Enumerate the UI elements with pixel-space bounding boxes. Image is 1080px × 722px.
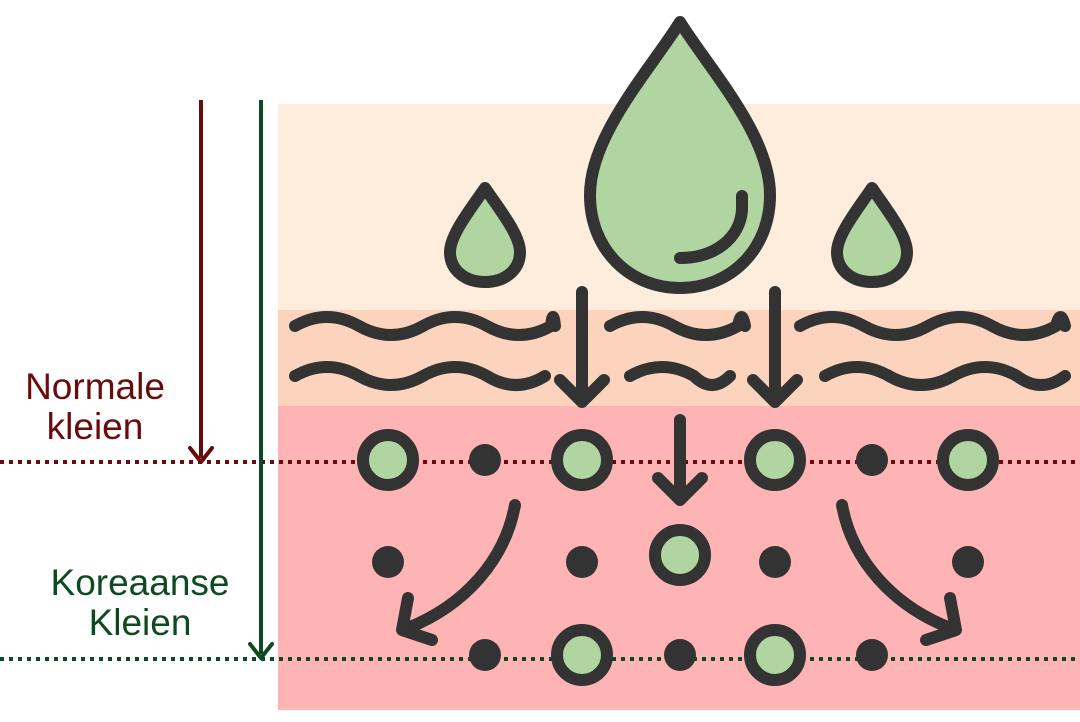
- droplets: [444, 16, 913, 294]
- water-drop-icon: [584, 16, 776, 294]
- normal-clay-label-line1: Normale: [25, 366, 165, 407]
- particles: [357, 429, 999, 686]
- particle-dot-icon: [372, 546, 404, 578]
- korean-clay-label: Koreaanse Kleien: [20, 563, 260, 643]
- particle-ring-icon: [744, 624, 806, 686]
- water-drop-highlight: [674, 190, 748, 264]
- korean-depth-indicator: [0, 100, 1080, 661]
- particle-dot-icon: [469, 639, 501, 671]
- particle-ring-icon: [551, 429, 613, 491]
- water-drop-icon: [444, 182, 526, 288]
- particle-dot-icon: [856, 639, 888, 671]
- normal-depth-indicator: [0, 100, 1080, 464]
- korean-clay-label-line2: Kleien: [88, 602, 192, 643]
- wave-line: [289, 311, 561, 341]
- particle-ring-icon: [551, 624, 613, 686]
- wave-line: [624, 361, 736, 391]
- particle-dot-icon: [566, 546, 598, 578]
- wave-line: [604, 311, 751, 341]
- particle-ring-icon: [744, 429, 806, 491]
- arrow-down-icon: [747, 286, 803, 408]
- arrow-curve-left-icon: [396, 499, 521, 646]
- particle-ring-icon: [357, 429, 419, 491]
- arrow-down-icon: [652, 414, 708, 506]
- wave-line: [819, 361, 1071, 391]
- particle-dot-icon: [759, 546, 791, 578]
- korean-clay-label-line1: Koreaanse: [50, 562, 230, 603]
- normal-clay-label-line2: kleien: [46, 406, 144, 447]
- water-drop-icon: [831, 182, 913, 288]
- wave-lines-icon: [289, 311, 1071, 391]
- particle-ring-icon: [649, 524, 711, 586]
- arrow-down-icon: [554, 286, 610, 408]
- normal-clay-label: Normale kleien: [0, 367, 190, 447]
- arrows: [396, 286, 962, 646]
- particle-dot-icon: [469, 444, 501, 476]
- particle-ring-icon: [937, 429, 999, 491]
- particle-dot-icon: [664, 639, 696, 671]
- particle-dot-icon: [856, 444, 888, 476]
- particle-dot-icon: [952, 546, 984, 578]
- arrow-curve-right-icon: [836, 499, 962, 646]
- wave-line: [794, 311, 1071, 341]
- wave-line: [289, 361, 551, 391]
